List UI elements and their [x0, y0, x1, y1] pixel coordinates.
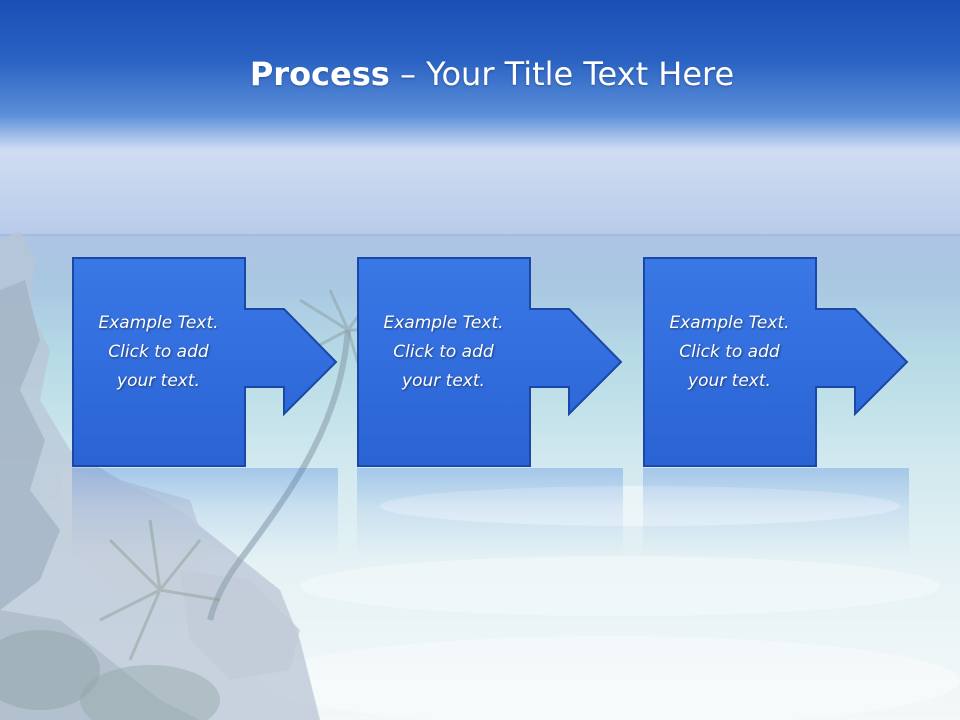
title-rest: – Your Title Text Here	[389, 55, 735, 93]
sky-background	[0, 0, 960, 240]
step-text-line: Example Text.	[383, 313, 504, 333]
step-text-line: your text.	[402, 371, 485, 391]
step-2-text[interactable]: Example Text. Click to add your text.	[357, 309, 530, 396]
process-step-1[interactable]: Example Text. Click to add your text.	[72, 257, 338, 467]
process-step-3[interactable]: Example Text. Click to add your text.	[643, 257, 909, 467]
step-2-reflection	[357, 468, 623, 558]
step-text-line: Click to add	[393, 342, 494, 362]
step-1-reflection	[72, 468, 338, 558]
arrow-right-icon	[643, 257, 909, 467]
step-text-line: Example Text.	[669, 313, 790, 333]
step-text-line: your text.	[688, 371, 771, 391]
step-3-text[interactable]: Example Text. Click to add your text.	[643, 309, 816, 396]
process-step-2[interactable]: Example Text. Click to add your text.	[357, 257, 623, 467]
step-text-line: Click to add	[108, 342, 209, 362]
cliff-illustration	[0, 230, 320, 720]
step-text-line: Example Text.	[98, 313, 219, 333]
step-1-text[interactable]: Example Text. Click to add your text.	[72, 309, 245, 396]
horizon-line	[0, 234, 960, 237]
step-text-line: Click to add	[679, 342, 780, 362]
step-text-line: your text.	[117, 371, 200, 391]
slide-title[interactable]: Process – Your Title Text Here	[0, 52, 960, 96]
arrow-right-icon	[357, 257, 623, 467]
title-bold: Process	[249, 55, 390, 93]
step-3-reflection	[643, 468, 909, 558]
arrow-right-icon	[72, 257, 338, 467]
